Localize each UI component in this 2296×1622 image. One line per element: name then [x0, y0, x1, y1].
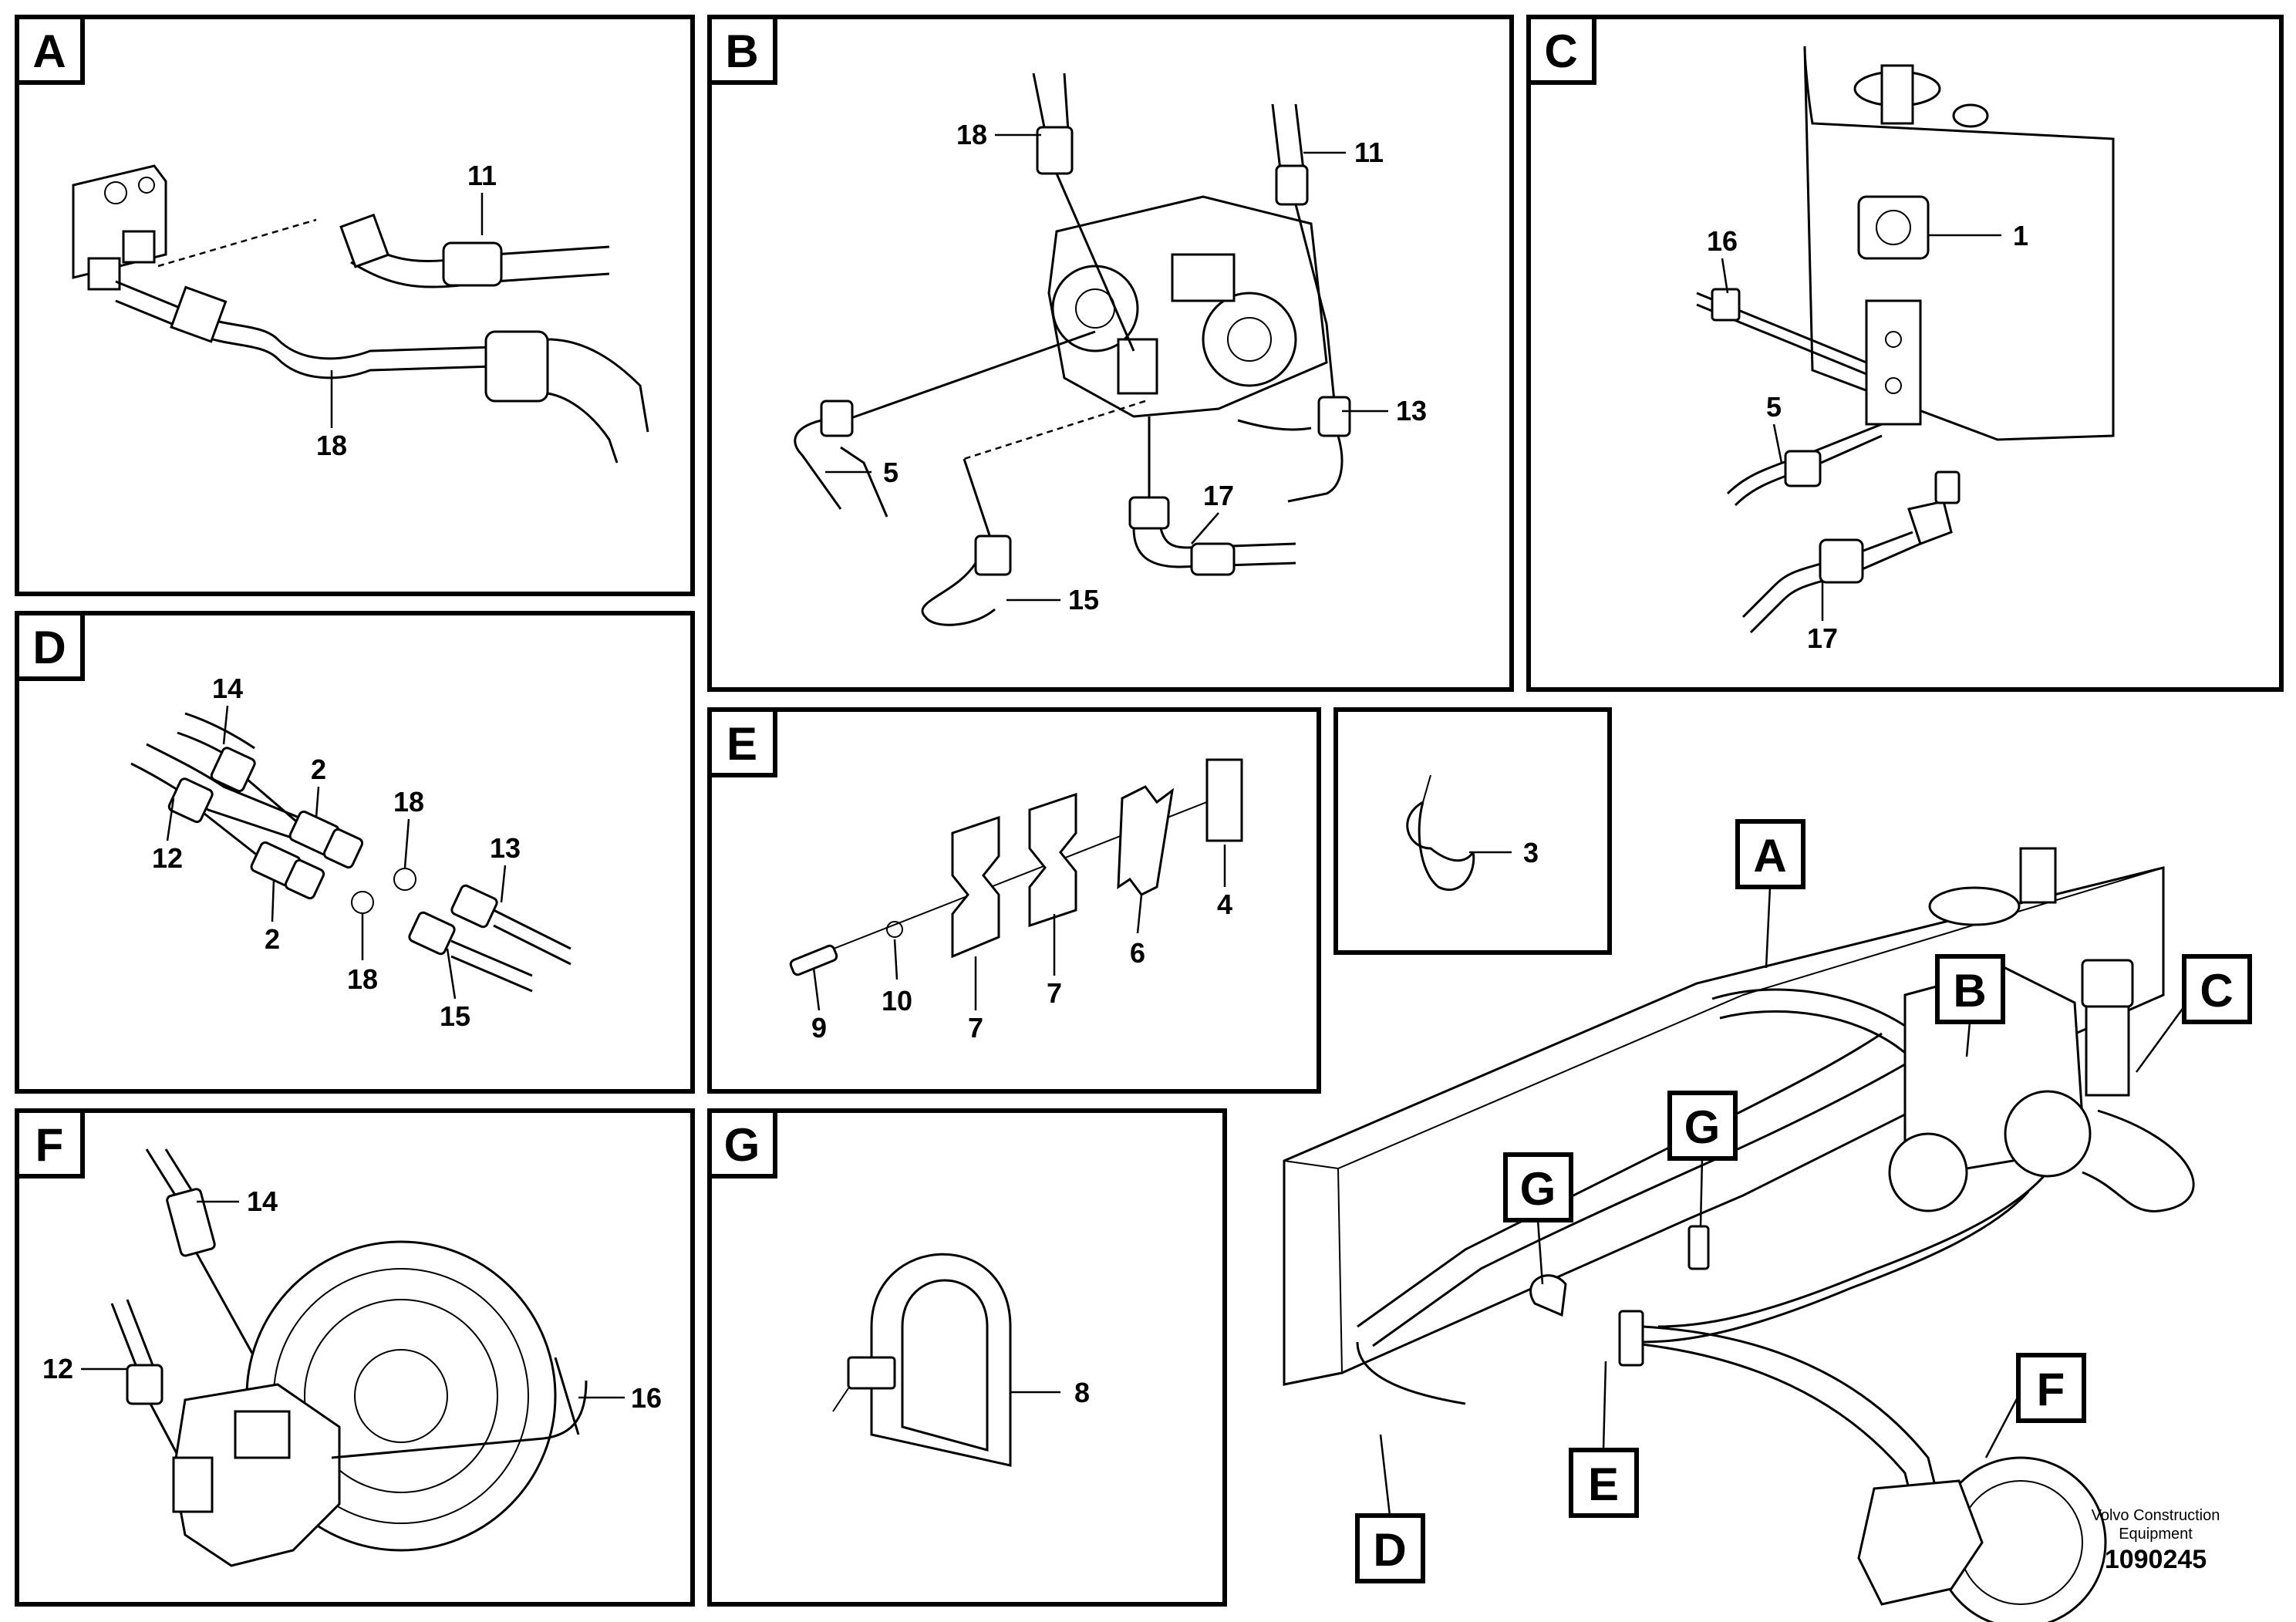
panel-e-callouts: 4 6 7 7 10 9	[811, 845, 1232, 1044]
svg-text:D: D	[1373, 1524, 1406, 1576]
svg-text:12: 12	[152, 842, 183, 874]
svg-text:4: 4	[1217, 889, 1232, 920]
overview-callout-c: C	[2135, 954, 2252, 1073]
svg-text:B: B	[1953, 965, 1986, 1017]
overview-drawing	[1283, 847, 2195, 1622]
svg-text:F: F	[35, 1119, 64, 1171]
panel-d-frame	[15, 611, 695, 1094]
svg-text:C: C	[2200, 965, 2233, 1017]
panel-c-frame	[1526, 15, 2284, 692]
svg-text:7: 7	[1047, 977, 1062, 1009]
panel-3-frame	[1333, 707, 1612, 955]
panel-e-drawing	[789, 758, 1243, 976]
panel-c-badge: C	[1526, 15, 1596, 85]
svg-text:13: 13	[1396, 395, 1427, 427]
panel-g-drawing	[832, 1253, 1012, 1467]
overview-callout-g-lower: G	[1503, 1152, 1573, 1285]
svg-text:16: 16	[631, 1382, 662, 1414]
panel-b-frame	[707, 15, 1514, 692]
svg-text:18: 18	[347, 963, 378, 995]
svg-text:A: A	[32, 25, 66, 77]
svg-text:13: 13	[490, 832, 521, 864]
panel-a-badge: A	[15, 15, 85, 85]
panel-b-drawing	[794, 73, 1351, 626]
svg-text:2: 2	[311, 754, 326, 785]
footer-drawing-number: 1090245	[2104, 1545, 2207, 1574]
overview-callout-g-upper: G	[1667, 1091, 1738, 1227]
svg-text:16: 16	[1707, 225, 1738, 257]
panel-g-callouts: 8	[1010, 1377, 1090, 1408]
panel-e-frame	[707, 707, 1321, 1094]
svg-text:14: 14	[212, 673, 243, 704]
svg-text:7: 7	[968, 1012, 983, 1044]
svg-text:E: E	[1588, 1458, 1619, 1510]
panel-b-badge: B	[707, 15, 777, 85]
panel-e-badge: E	[707, 707, 777, 777]
overview-callout-a: A	[1735, 819, 1805, 969]
panel-d-drawing	[130, 712, 571, 993]
svg-text:B: B	[725, 25, 758, 77]
svg-text:17: 17	[1203, 480, 1234, 511]
svg-text:3: 3	[1523, 837, 1539, 868]
panel-a-drawing	[72, 164, 649, 464]
panel-f-callouts: 14 12 16	[42, 1185, 662, 1414]
svg-text:10: 10	[882, 985, 912, 1017]
panel-g-badge: G	[707, 1108, 777, 1179]
panel-3-callouts: 3	[1469, 837, 1539, 868]
svg-text:18: 18	[956, 119, 987, 150]
panel-a-callouts: 11 18	[316, 160, 497, 461]
svg-text:G: G	[1520, 1163, 1556, 1215]
panel-d-callouts: 14 2 18 13 12 2 18 15	[152, 673, 521, 1032]
panel-g-frame	[707, 1108, 1227, 1607]
svg-text:9: 9	[811, 1012, 827, 1044]
svg-text:11: 11	[1354, 137, 1384, 168]
svg-text:15: 15	[440, 1000, 470, 1032]
panel-3-drawing	[1406, 774, 1475, 891]
svg-text:G: G	[724, 1119, 760, 1171]
panel-c-callouts: 1 16 5 17	[1707, 220, 2028, 654]
svg-text:18: 18	[316, 430, 347, 461]
overview-callout-b: B	[1935, 954, 2005, 1057]
overview-callout-f: F	[1984, 1353, 2086, 1458]
svg-text:17: 17	[1807, 622, 1838, 654]
panel-d-badge: D	[15, 611, 85, 681]
svg-text:F: F	[2037, 1364, 2065, 1415]
svg-text:1: 1	[2013, 220, 2028, 251]
footer-company: Volvo Construction Equipment	[2091, 1507, 2220, 1543]
svg-text:15: 15	[1068, 584, 1099, 615]
panel-b-callouts: 18 11 13 5 17 15	[825, 119, 1427, 615]
svg-text:18: 18	[393, 786, 424, 818]
panel-f-drawing	[110, 1148, 588, 1567]
svg-text:G: G	[1684, 1101, 1721, 1153]
panel-f-frame	[15, 1108, 695, 1607]
svg-text:A: A	[1753, 830, 1786, 882]
svg-text:5: 5	[883, 457, 899, 488]
svg-text:11: 11	[467, 160, 497, 191]
overview-callout-d: D	[1355, 1434, 1425, 1583]
svg-text:C: C	[1544, 25, 1577, 77]
svg-text:8: 8	[1074, 1377, 1090, 1408]
svg-text:6: 6	[1130, 937, 1145, 969]
svg-text:12: 12	[42, 1353, 73, 1384]
svg-text:2: 2	[265, 923, 280, 955]
overview-callout-e: E	[1569, 1361, 1639, 1518]
svg-text:5: 5	[1766, 391, 1782, 423]
panel-c-drawing	[1696, 46, 2115, 634]
panel-a-frame	[15, 15, 695, 596]
svg-text:14: 14	[247, 1185, 278, 1217]
svg-text:D: D	[32, 622, 66, 673]
svg-text:E: E	[727, 718, 757, 770]
panel-f-badge: F	[15, 1108, 85, 1179]
